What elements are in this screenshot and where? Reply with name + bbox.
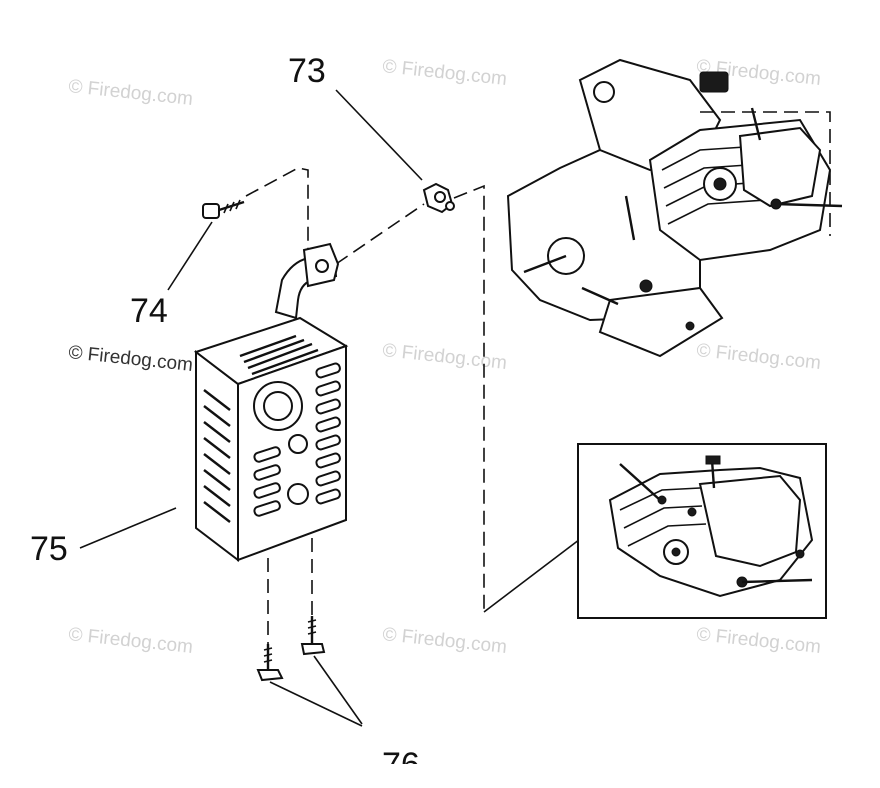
leader-line-74 [167,221,213,291]
muffler-front-vents [253,362,341,517]
gasket-part-73 [422,182,455,214]
leader-line-76b [313,655,363,725]
bolt-part-74 [202,199,245,219]
alignment-lines [245,167,485,650]
callout-73: 73 [288,52,326,90]
engine-assembly [506,58,843,358]
watermark: © Firedog.com [67,342,193,376]
leader-line-76a [269,681,363,727]
muffler-top-vents [239,334,319,376]
detail-reference-frame [700,111,831,236]
callout-75: 75 [30,530,68,568]
watermark: © Firedog.com [381,340,507,374]
watermark: © Firedog.com [695,624,821,658]
watermark: © Firedog.com [695,340,821,374]
watermark: © Firedog.com [67,624,193,658]
inset-detail-view [577,443,827,619]
watermark: © Firedog.com [381,56,507,90]
callout-74: 74 [130,292,168,330]
leader-line-75 [79,507,177,549]
leader-line-73 [335,89,423,181]
muffler-side-vents [203,389,231,523]
watermark: © Firedog.com [67,76,193,110]
mounting-bolts-part-76 [256,616,326,682]
watermark: © Firedog.com [381,624,507,658]
cropped-edge-mask [370,764,450,788]
muffler-part-75 [193,242,349,563]
